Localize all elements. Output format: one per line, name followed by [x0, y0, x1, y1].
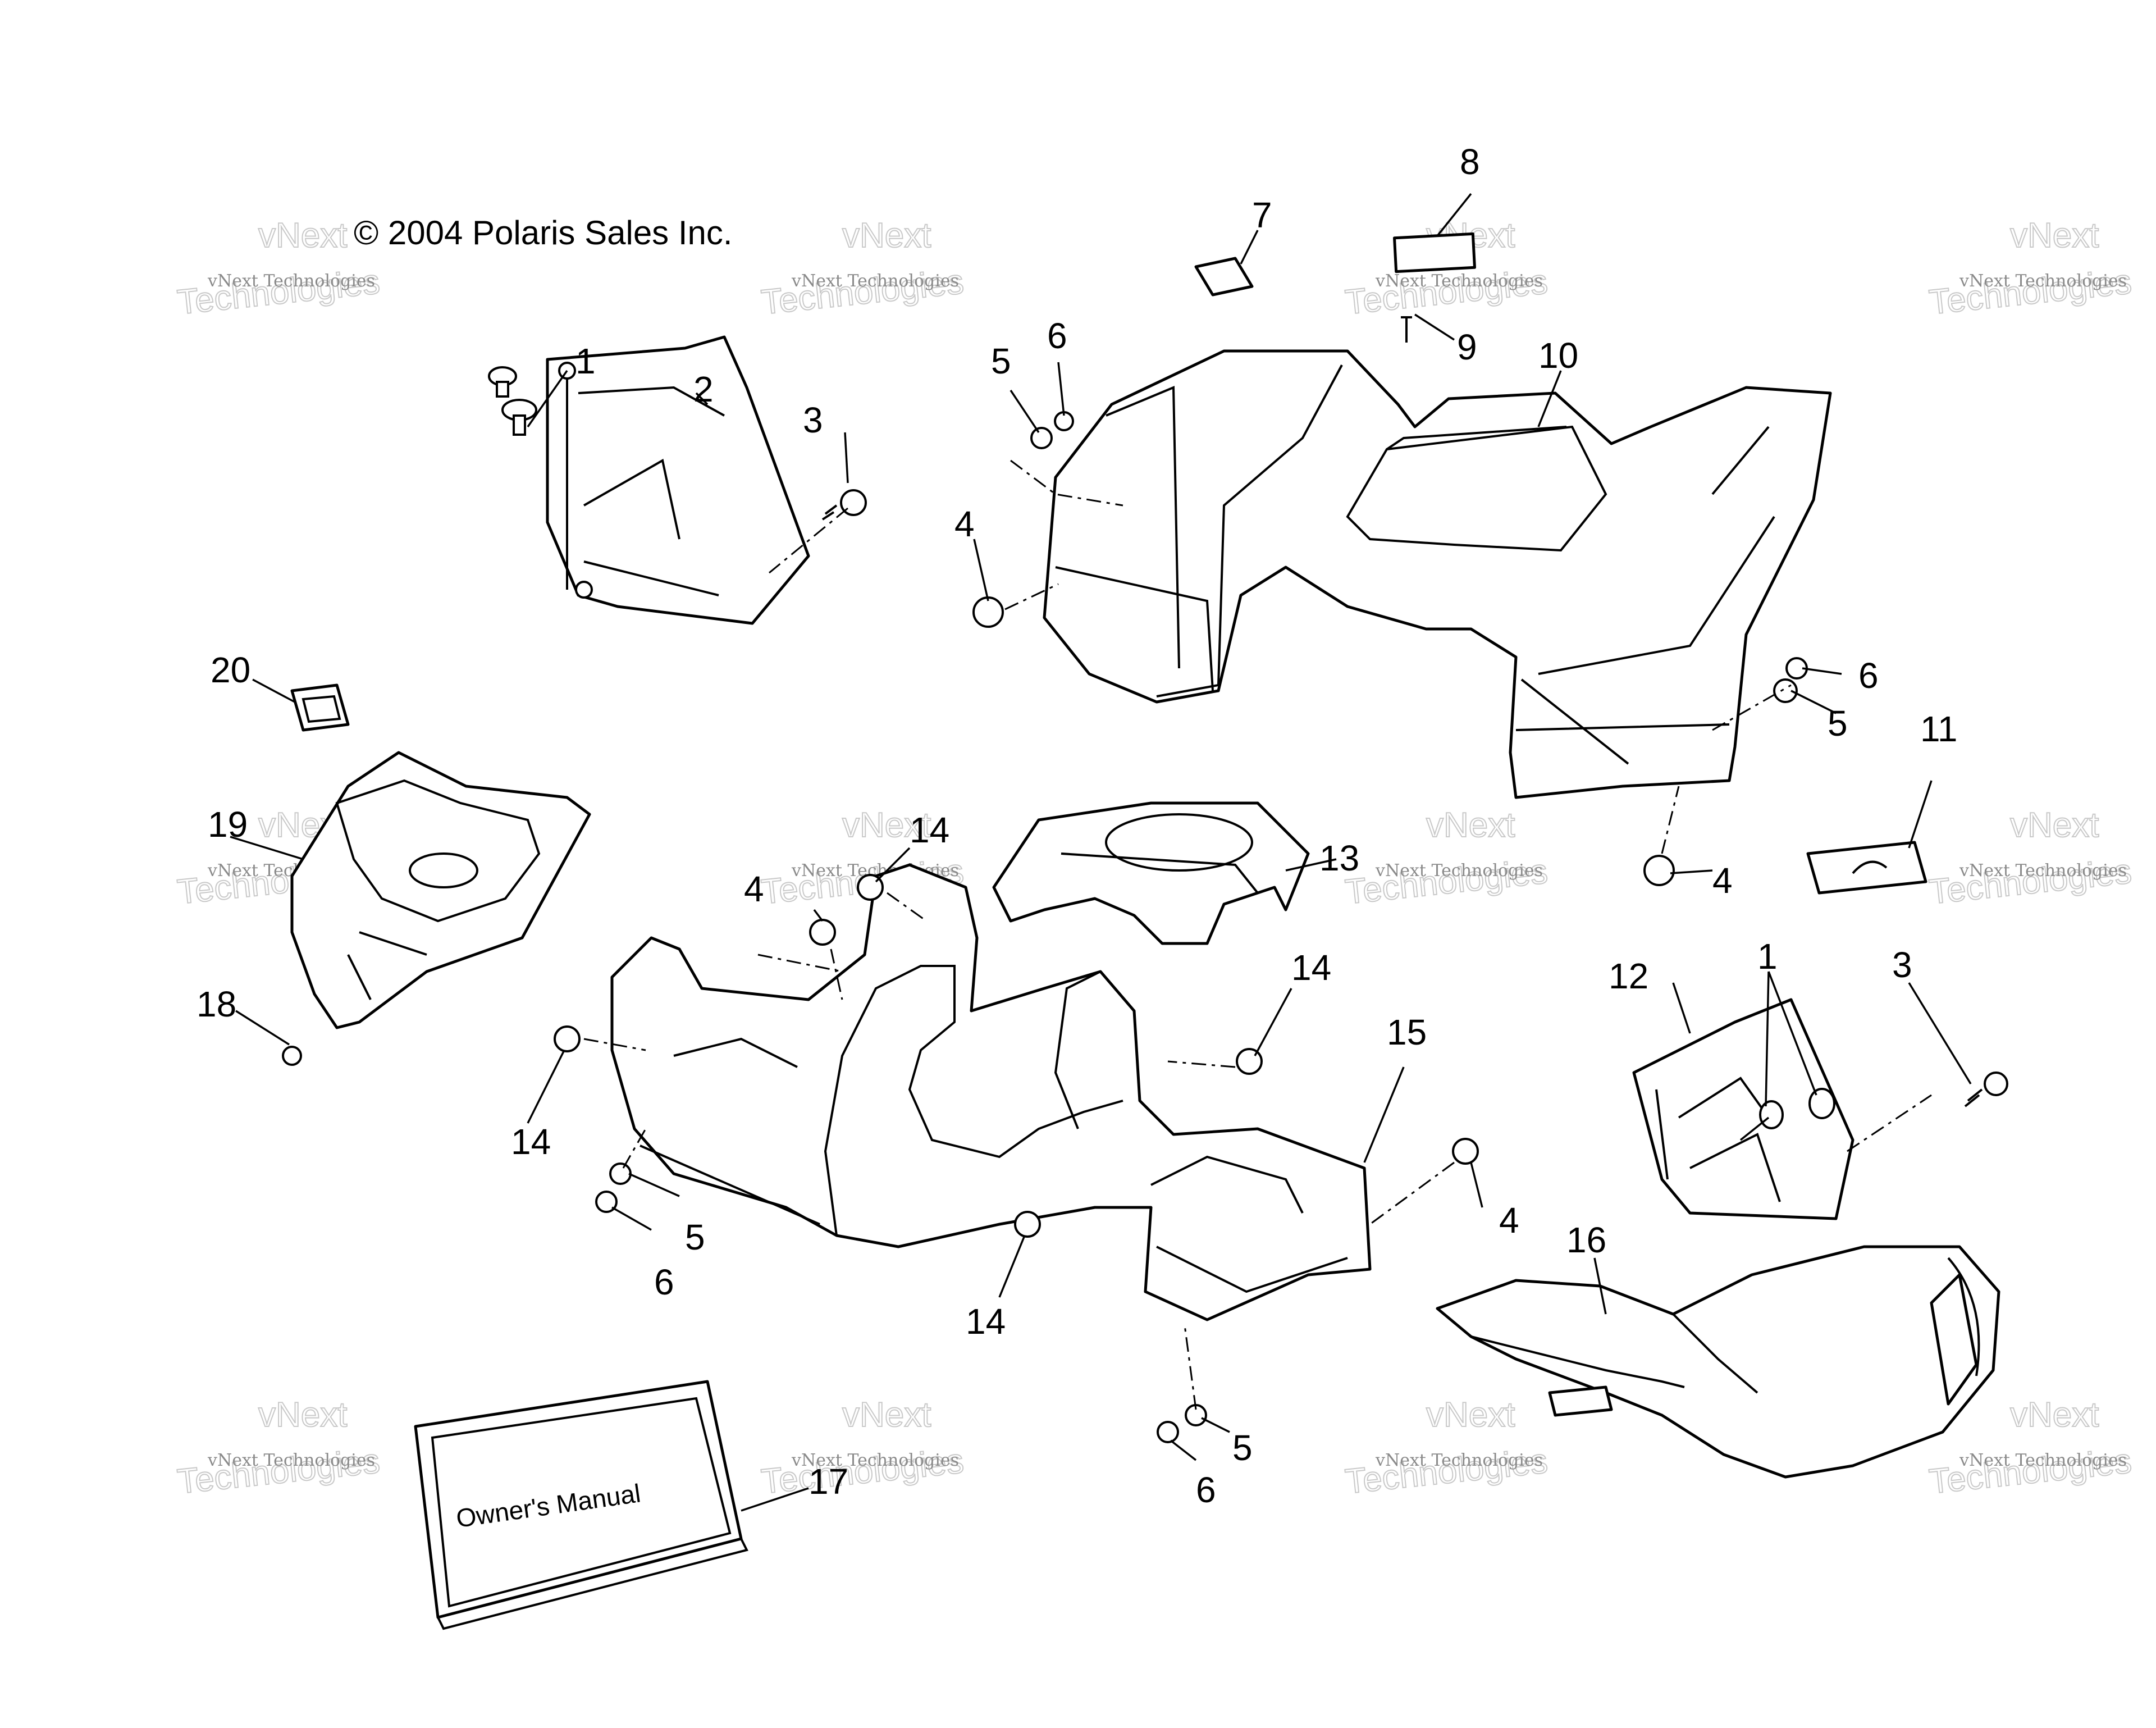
svg-text:vNext Technologies: vNext Technologies	[1375, 861, 1543, 881]
callout-4: 4	[1499, 1200, 1519, 1241]
hardware	[282, 411, 1808, 1443]
fastener-4	[972, 596, 1004, 628]
callout-13: 13	[1319, 838, 1359, 878]
callout-14: 14	[1291, 947, 1331, 988]
assembly-lines	[583, 459, 1792, 1410]
part-15-front-fender	[610, 863, 1372, 1321]
svg-text:vNext Technologies: vNext Technologies	[1375, 271, 1543, 291]
washer-5	[609, 1162, 632, 1185]
svg-text:vNext Technologies: vNext Technologies	[1959, 861, 2127, 881]
callout-14: 14	[910, 810, 949, 850]
svg-text:vNext Technologies: vNext Technologies	[1959, 1451, 2127, 1470]
callout-5: 5	[685, 1217, 705, 1257]
callout-5: 5	[1232, 1428, 1253, 1468]
copyright-notice: © 2004 Polaris Sales Inc.	[354, 214, 733, 252]
watermark: vNext Technologies vNext Technologies	[1343, 1395, 1550, 1502]
callout-8: 8	[1460, 142, 1480, 182]
callout-10: 10	[1538, 335, 1578, 376]
svg-text:vNext: vNext	[1426, 806, 1515, 845]
svg-text:vNext: vNext	[258, 1396, 347, 1434]
nut-6	[1157, 1421, 1179, 1443]
nut-6	[595, 1191, 618, 1213]
callout-2: 2	[693, 369, 714, 409]
svg-text:vNext Technologies: vNext Technologies	[207, 271, 375, 291]
part-1-fasteners-left	[488, 366, 568, 436]
fastener-4	[809, 919, 836, 946]
callout-16: 16	[1566, 1220, 1606, 1260]
watermark: vNext Technologies vNext Technologies	[759, 1395, 966, 1502]
part-16-seat	[1436, 1245, 2000, 1479]
svg-text:vNext Technologies: vNext Technologies	[1375, 1451, 1543, 1470]
callout-14: 14	[966, 1301, 1006, 1342]
screw-14	[1014, 1211, 1041, 1238]
callout-15: 15	[1387, 1012, 1427, 1052]
callout-17: 17	[808, 1461, 848, 1502]
callout-leaders	[230, 362, 1972, 1512]
svg-text:vNext: vNext	[842, 1396, 931, 1434]
part-19-front-nose	[290, 751, 591, 1029]
part-10-rear-fender	[1043, 349, 1832, 799]
watermark: vNext Technologies vNext Technologies	[1927, 805, 2134, 912]
svg-text:vNext Technologies: vNext Technologies	[1959, 271, 2127, 291]
part-7-reflector	[1194, 230, 1259, 297]
watermark: vNext Technologies vNext Technologies	[175, 216, 382, 322]
callout-12: 12	[1609, 956, 1648, 996]
callout-14: 14	[511, 1121, 551, 1162]
part-20-cap	[290, 683, 350, 732]
fastener-4	[1643, 855, 1675, 886]
fastener-4	[1452, 1138, 1479, 1165]
screw-18	[282, 1046, 302, 1066]
svg-text:vNext Technologies: vNext Technologies	[791, 1451, 959, 1470]
svg-text:vNext: vNext	[842, 806, 931, 845]
part-8-decal	[1393, 193, 1476, 273]
svg-text:vNext: vNext	[1426, 1396, 1515, 1434]
callout-6: 6	[654, 1262, 674, 1302]
callout-9: 9	[1457, 327, 1477, 367]
callout-4: 4	[954, 504, 975, 544]
callout-3: 3	[1892, 945, 1912, 985]
part-13-middle-cover	[992, 801, 1310, 945]
part-3-screw-left	[769, 489, 867, 574]
washer-5	[1030, 427, 1053, 449]
watermark: vNext Technologies vNext Technologies	[759, 216, 966, 322]
callout-18: 18	[197, 984, 236, 1024]
watermark: vNext Technologies vNext Technologies	[175, 1395, 382, 1502]
watermark: vNext Technologies vNext Technologies	[1927, 216, 2134, 322]
callout-6: 6	[1047, 316, 1067, 356]
part-11-plate	[1806, 780, 1933, 895]
callout-6: 6	[1858, 655, 1879, 696]
callout-1: 1	[1757, 936, 1778, 977]
callout-4: 4	[744, 869, 764, 909]
watermark: vNext Technologies vNext Technologies	[1343, 805, 1550, 912]
screw-14	[554, 1025, 581, 1052]
callout-7: 7	[1252, 195, 1272, 235]
part-12-side-panel-right	[1632, 998, 1932, 1220]
callout-3: 3	[803, 400, 823, 440]
callout-4: 4	[1712, 860, 1733, 901]
callout-6: 6	[1196, 1470, 1216, 1510]
svg-text:vNext: vNext	[2010, 216, 2099, 255]
part-17-owners-manual: Owner's Manual	[414, 1380, 748, 1630]
part-3-screw-right	[1964, 1072, 2008, 1107]
svg-text:vNext Technologies: vNext Technologies	[791, 271, 959, 291]
svg-text:vNext: vNext	[258, 216, 347, 255]
screw-14	[1236, 1048, 1263, 1075]
part-1-fasteners-right	[1739, 1088, 1835, 1141]
part-2-side-panel	[546, 335, 810, 625]
part-9-screw	[1401, 313, 1455, 343]
callout-20: 20	[211, 650, 250, 690]
svg-text:vNext: vNext	[2010, 806, 2099, 845]
washer-5	[1773, 678, 1798, 703]
callout-labels: 1 2 3 4 5 6 7 8 9 10 11 12 13 14 15 16 1…	[197, 142, 1957, 1510]
svg-text:vNext Technologies: vNext Technologies	[207, 1451, 375, 1470]
callout-11: 11	[1920, 709, 1957, 749]
svg-text:vNext: vNext	[842, 216, 931, 255]
callout-19: 19	[208, 804, 248, 845]
svg-text:vNext: vNext	[2010, 1396, 2099, 1434]
callout-5: 5	[991, 341, 1011, 381]
callout-5: 5	[1828, 703, 1848, 744]
callout-1: 1	[575, 341, 596, 381]
